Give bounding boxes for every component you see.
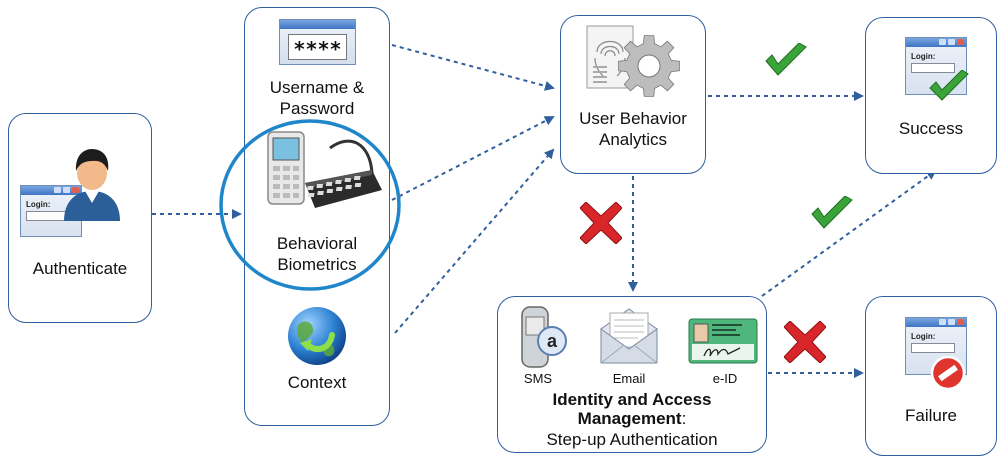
arrow-password-to-uba (391, 44, 555, 91)
cross-icon (580, 202, 622, 244)
arrow-biometrics-to-uba (391, 116, 555, 201)
iam-colon: : (681, 409, 687, 428)
sms-label: SMS (523, 371, 553, 386)
iam-subtitle: Step-up Authentication (546, 430, 718, 449)
iam-title: Identity and Access Management: (497, 390, 767, 428)
eid-card-icon (688, 318, 758, 364)
fingerprint-gear-icon (586, 25, 680, 97)
email-envelope-icon (600, 308, 658, 364)
check-icon (765, 43, 807, 76)
phone-keyboard-icon (267, 131, 382, 208)
uba-label: User Behavior Analytics (579, 109, 687, 149)
behavioral-biometrics-label: Behavioral Biometrics (276, 234, 358, 274)
failure-label: Failure (905, 406, 957, 425)
svg-text:a: a (547, 331, 558, 351)
username-password-label: Username & Password (269, 78, 365, 118)
stop-icon (930, 355, 966, 391)
user-icon (64, 149, 120, 221)
authenticate-label: Authenticate (32, 259, 128, 278)
eid-label: e-ID (712, 371, 738, 386)
cross-icon (784, 321, 826, 363)
highlight-ring (219, 119, 401, 291)
password-field-icon: **** (279, 19, 356, 65)
arrow-iam-to-success (761, 169, 937, 297)
sms-phone-icon: a (521, 306, 567, 368)
check-icon (811, 196, 853, 229)
arrow-context-to-uba (394, 148, 555, 334)
iam-title-text: Identity and Access Management (552, 390, 712, 428)
check-icon (929, 70, 969, 101)
context-label: Context (287, 373, 347, 392)
email-label: Email (612, 371, 646, 386)
globe-icon (288, 307, 346, 365)
success-label: Success (898, 119, 964, 138)
